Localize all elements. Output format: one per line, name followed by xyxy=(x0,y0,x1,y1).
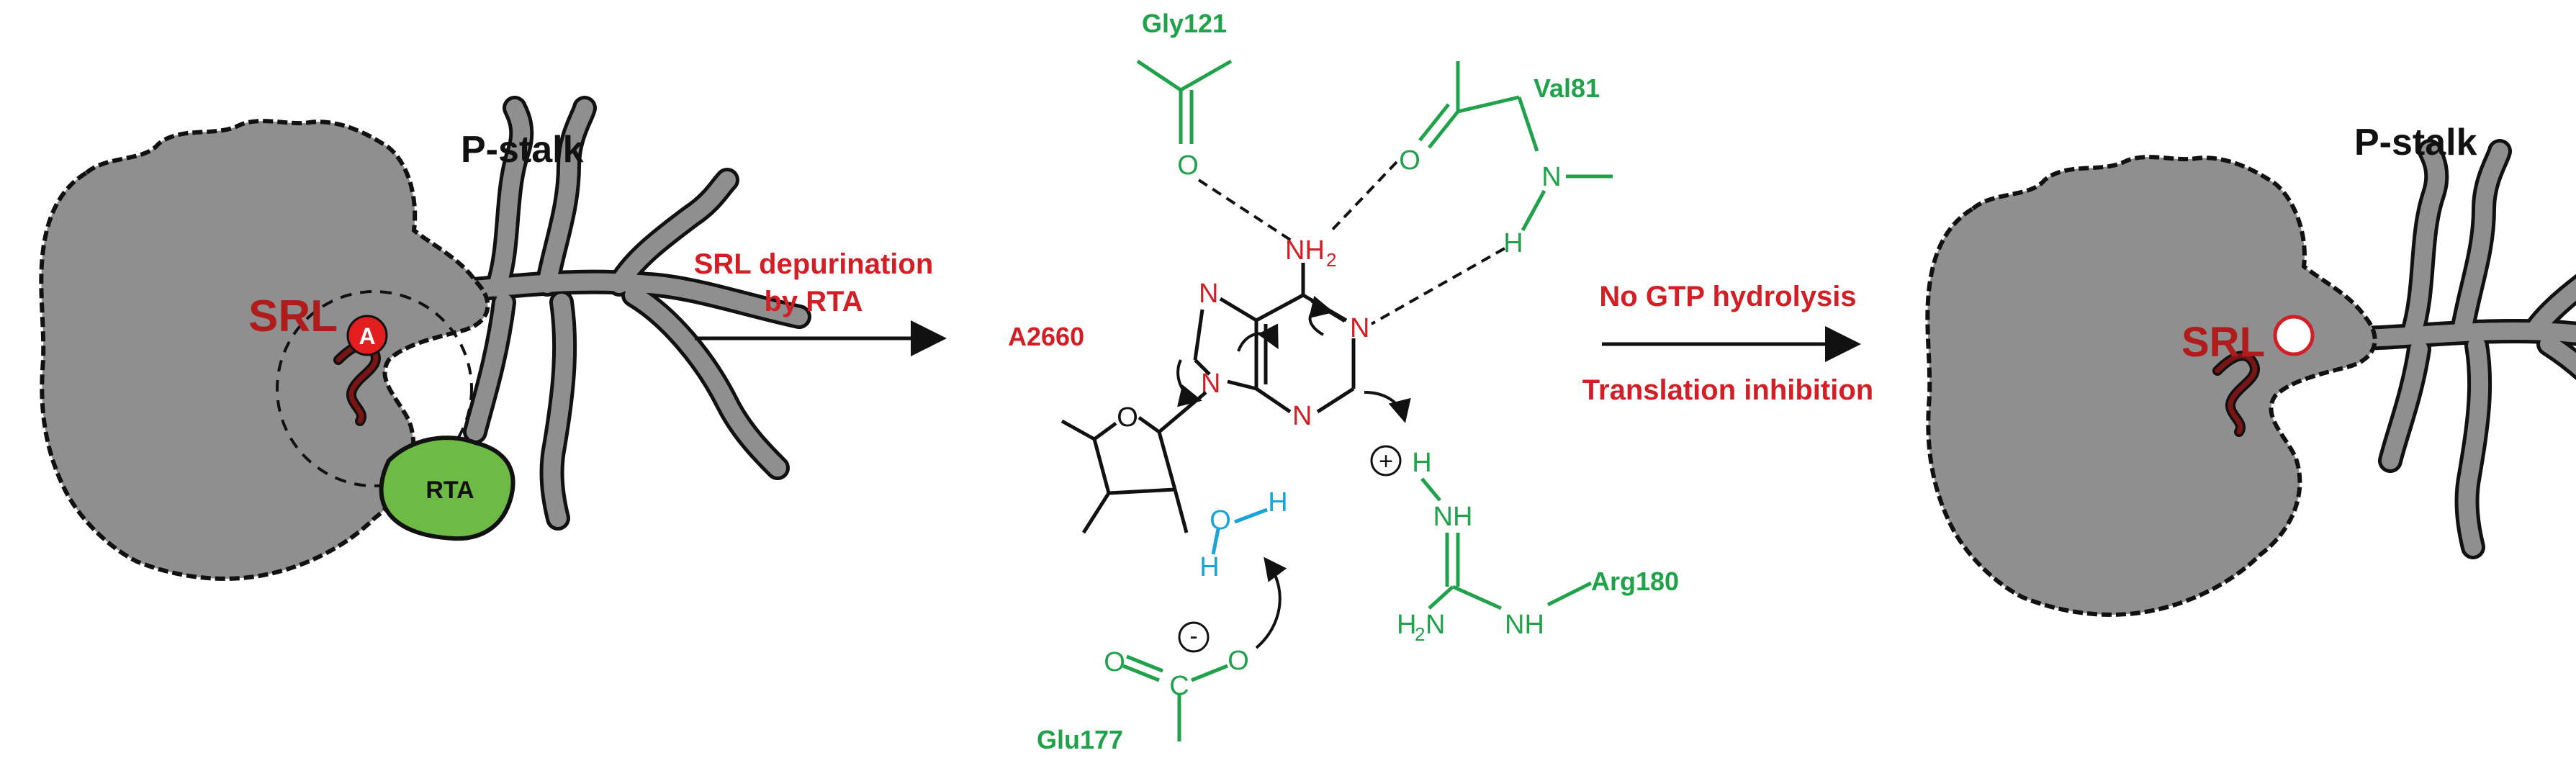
glu177-C: C xyxy=(1169,671,1189,701)
water-H2: H xyxy=(1199,552,1219,582)
right-srl-label: SRL xyxy=(2181,319,2265,366)
adenine-badge-circle xyxy=(346,315,388,356)
substrate-label: A2660 xyxy=(1008,322,1084,351)
arrow1-line2: by RTA xyxy=(764,286,863,317)
adenine-badge-label: A xyxy=(359,323,375,349)
left-pstalk-label: P-stalk xyxy=(461,129,584,171)
val81-nitrogen: N xyxy=(1541,162,1561,192)
amine-N: NH xyxy=(1285,235,1325,266)
val81-hydrogen: H xyxy=(1503,228,1523,258)
arg180-H2N-sub: 2 xyxy=(1415,623,1425,645)
arrow2-line1: No GTP hydrolysis xyxy=(1599,281,1856,312)
amine-sub: 2 xyxy=(1326,249,1336,271)
left-pstalk-arms-fill xyxy=(438,99,808,527)
ring-n1: N xyxy=(1350,313,1369,343)
curly-arrows xyxy=(1176,295,1411,649)
water-H1: H xyxy=(1268,487,1287,518)
val81-fragment xyxy=(1418,61,1613,232)
gly121-oxygen: O xyxy=(1177,150,1199,181)
glu177-charge: - xyxy=(1189,623,1197,650)
ring-n3: N xyxy=(1292,401,1312,431)
arg180-charge-circle xyxy=(1370,445,1402,477)
gly121-label: Gly121 xyxy=(1142,9,1227,38)
glu177-fragment xyxy=(1122,654,1228,741)
left-srl-dashed-circle xyxy=(276,290,473,487)
arg180-NH2: NH xyxy=(1505,610,1544,640)
arg180-NH: NH xyxy=(1433,502,1473,532)
left-ribosome-group xyxy=(39,96,811,581)
arg180-H2N-H: H xyxy=(1397,610,1416,640)
ribose-oxygen: O xyxy=(1117,402,1138,433)
ring-n7: N xyxy=(1199,279,1218,309)
gly121-fragment xyxy=(1136,59,1233,144)
arrow2-line2: Translation inhibition xyxy=(1582,374,1873,406)
mechanism-scheme: Gly121 O Val81 O N H xyxy=(1008,9,1679,754)
glu177-label: Glu177 xyxy=(1037,725,1123,754)
left-ribosome-body xyxy=(39,119,490,581)
arg180-label: Arg180 xyxy=(1591,567,1679,596)
arg180-H: H xyxy=(1412,448,1431,478)
glu177-charge-circle xyxy=(1178,621,1210,653)
water-molecule xyxy=(1211,507,1268,555)
arg180-H2N-N: N xyxy=(1426,610,1445,640)
hydrogen-bonds xyxy=(1197,161,1505,325)
right-ribosome-body xyxy=(1925,155,2377,617)
right-ribosome-group xyxy=(1925,139,2576,617)
arrow1-line1: SRL depurination xyxy=(694,248,934,280)
arg180-charge: + xyxy=(1379,448,1393,475)
left-srl-label: SRL xyxy=(248,292,338,341)
right-pstalk-arms-fill xyxy=(2353,143,2576,556)
water-O: O xyxy=(1210,505,1231,536)
arg180-fragment xyxy=(1420,477,1593,610)
right-empty-site xyxy=(2273,315,2315,356)
right-pstalk-label: P-stalk xyxy=(2354,122,2477,163)
val81-oxygen: O xyxy=(1399,145,1420,176)
glu177-O1: O xyxy=(1104,647,1125,677)
glu177-O2: O xyxy=(1228,646,1249,676)
rta-label: RTA xyxy=(425,477,474,504)
val81-label: Val81 xyxy=(1534,73,1600,103)
rta-blob xyxy=(379,436,515,541)
